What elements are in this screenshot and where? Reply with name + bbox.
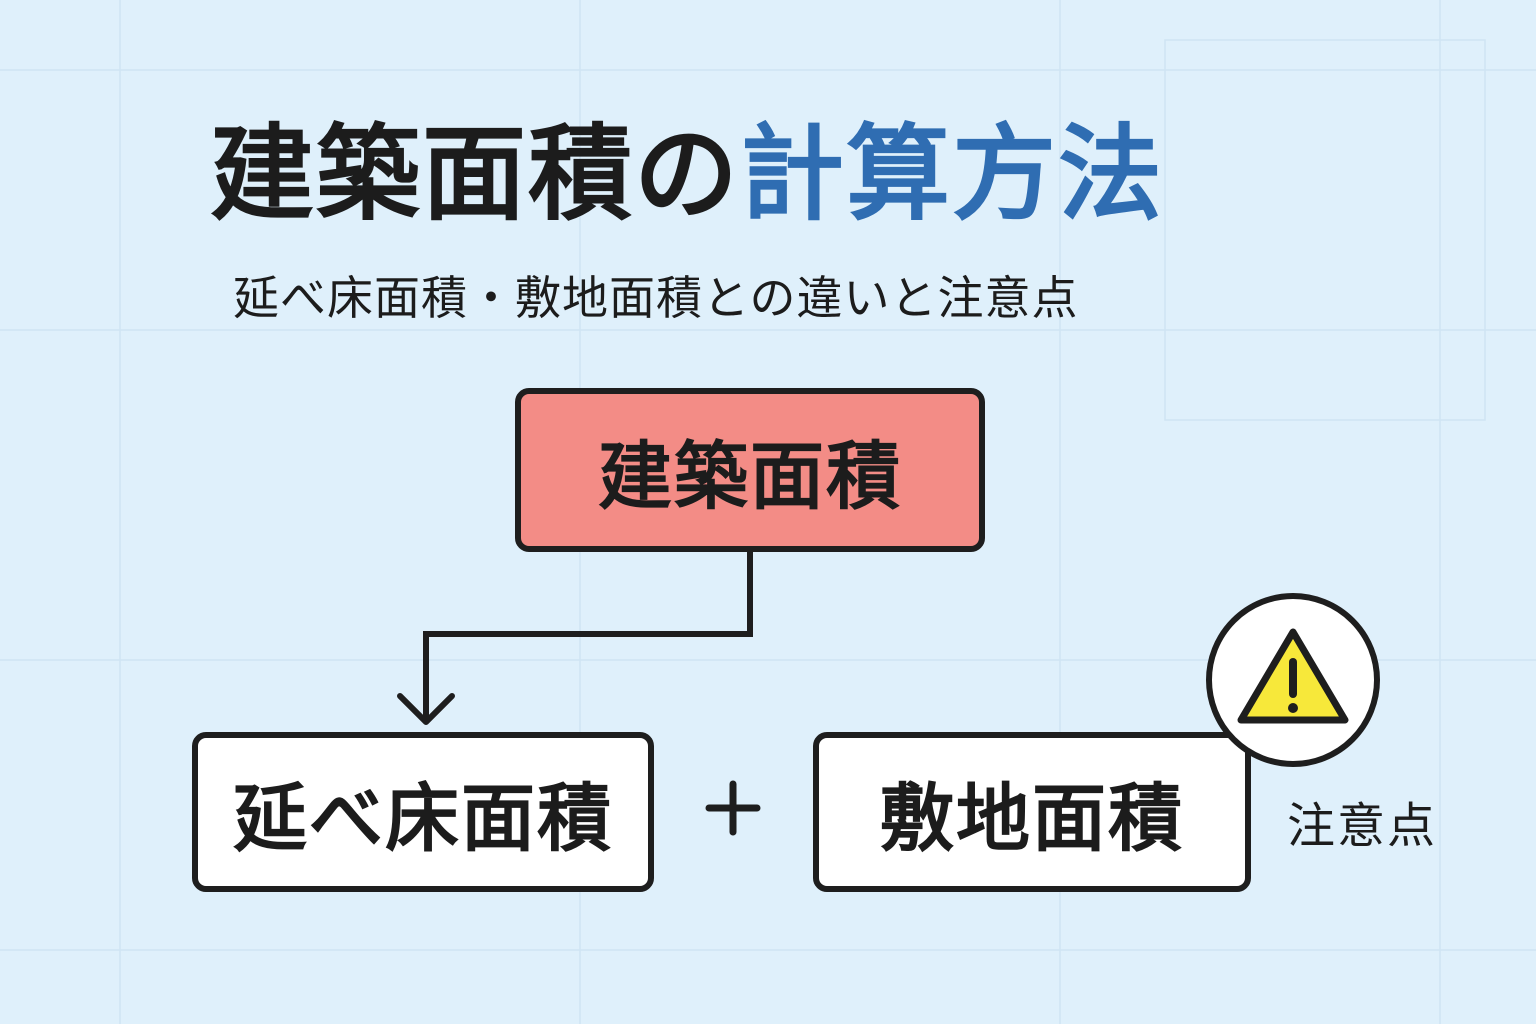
title-accent: 計算方法 [740, 113, 1165, 235]
plus-icon [705, 780, 761, 836]
total-floor-area-box: 延べ床面積 [192, 732, 654, 892]
page-subtitle: 延べ床面積・敷地面積との違いと注意点 [233, 271, 1079, 325]
title-main: 建築面積の [210, 113, 741, 235]
page-title: 建築面積の計算方法 [210, 112, 1164, 237]
arrow-down-icon [397, 693, 455, 725]
building-area-box: 建築面積 [515, 388, 985, 552]
warning-triangle-icon [1206, 593, 1380, 767]
site-area-box: 敷地面積 [813, 732, 1251, 892]
caution-note: 注意点 [1287, 798, 1438, 854]
